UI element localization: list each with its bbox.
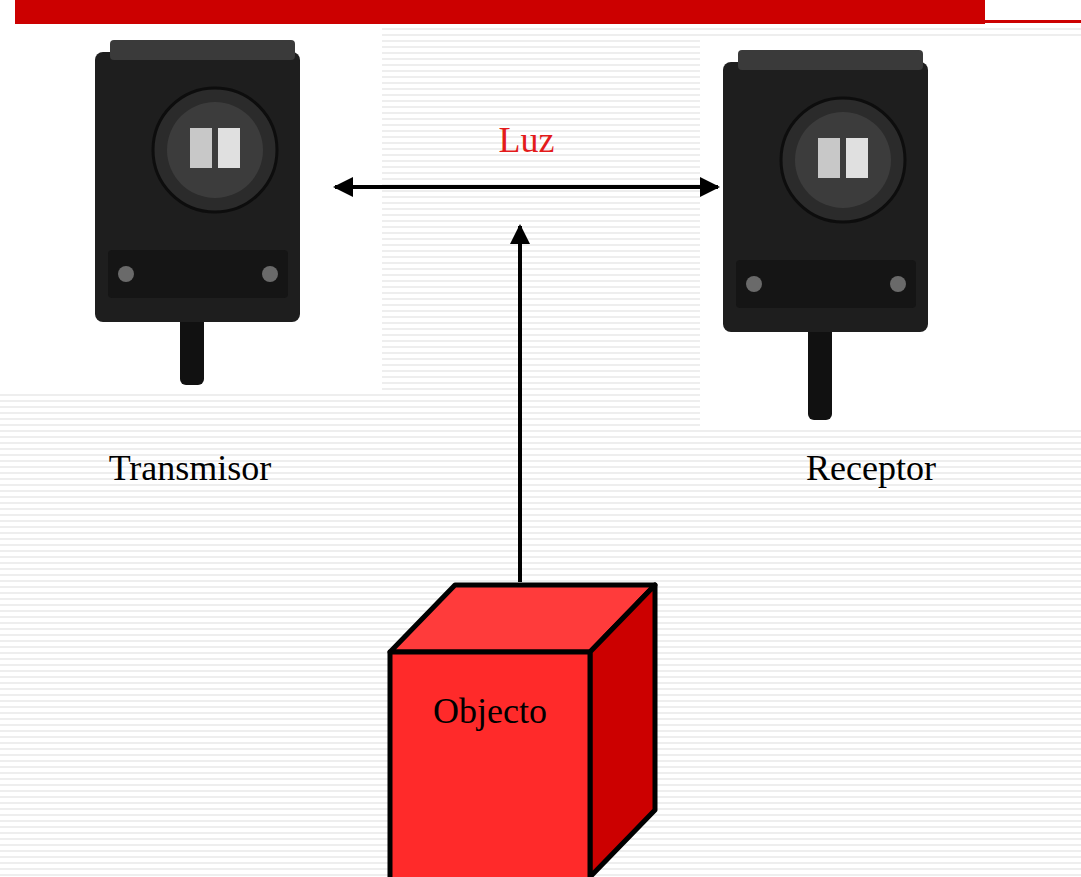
sensor-label: Transmisor (109, 448, 272, 489)
sensor-label: Receptor (806, 448, 936, 489)
title-rule (985, 20, 1081, 23)
sensor-box: Receptor (718, 40, 1024, 400)
cube-face (590, 585, 655, 877)
interrupt-arrow (518, 226, 522, 582)
cube-face (390, 652, 590, 877)
transmitter-sensor (95, 40, 300, 385)
photo-panel (0, 28, 382, 390)
beam-label: Luz (499, 120, 555, 161)
light-beam-arrow (335, 185, 718, 189)
photo-panel (700, 40, 1081, 430)
receiver-sensor (723, 50, 928, 420)
object-box: Objecto (385, 580, 660, 877)
title-bar (15, 0, 985, 24)
sensor-box: Transmisor (45, 40, 335, 400)
object-label: Objecto (433, 691, 547, 732)
